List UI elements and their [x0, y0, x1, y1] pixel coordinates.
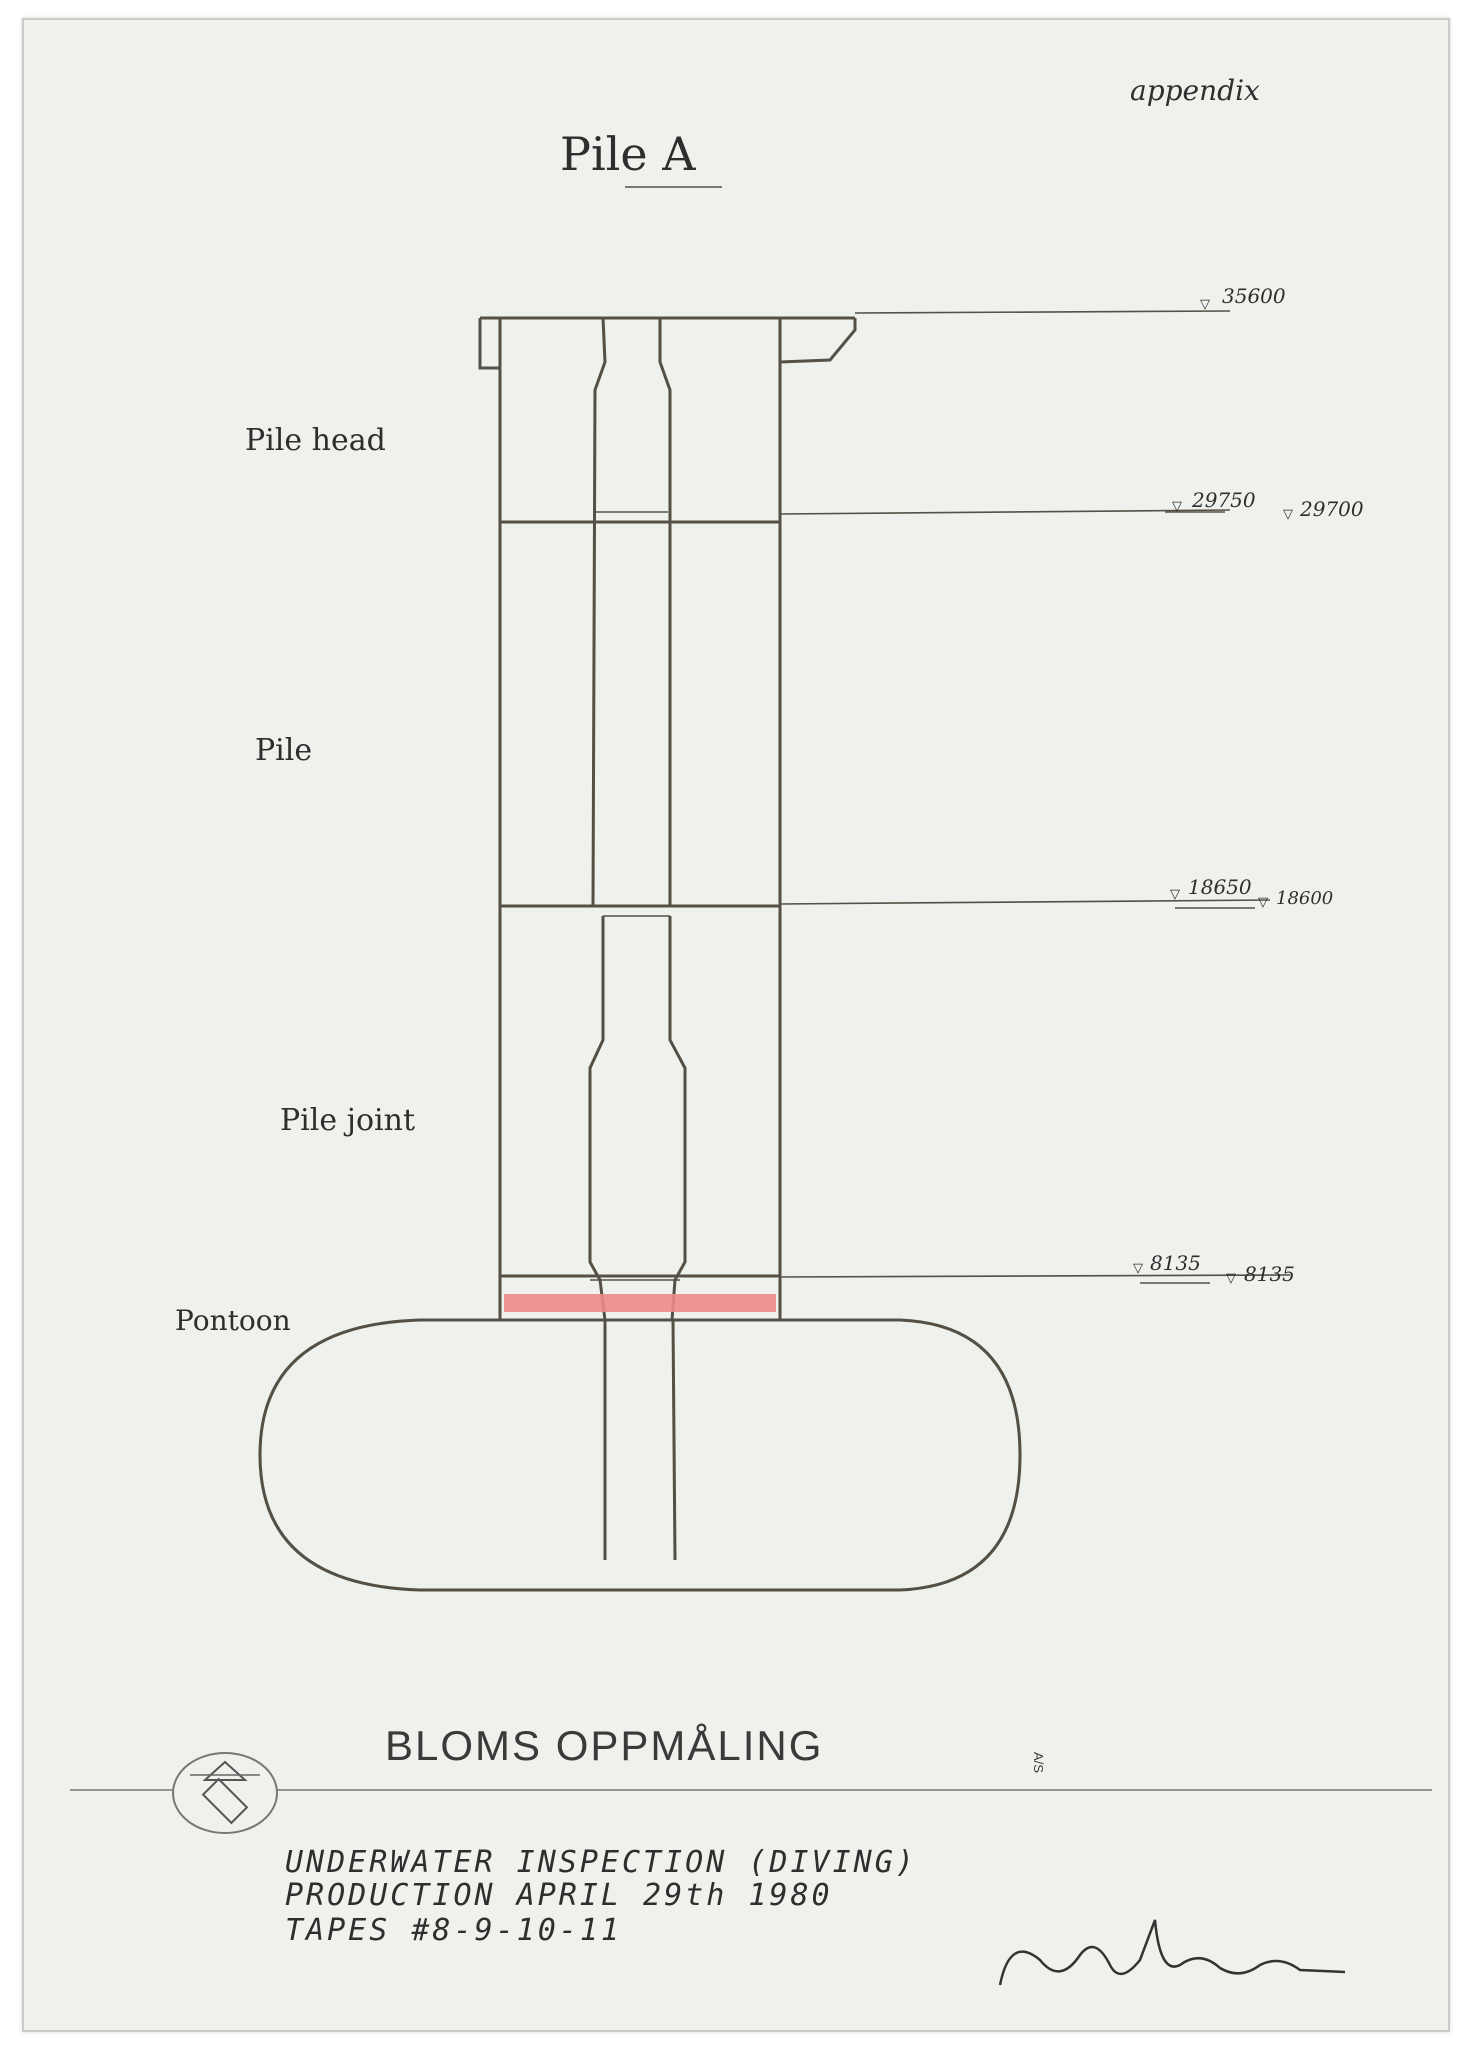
elevation-pile-head-right: 29700	[1299, 497, 1364, 521]
highlight-band	[504, 1294, 776, 1312]
appendix-label: appendix	[1130, 74, 1260, 107]
svg-text:▽: ▽	[1133, 1261, 1143, 1276]
inner-shaft-upper	[591, 317, 672, 907]
svg-text:▽: ▽	[1170, 887, 1180, 902]
elevation-leaders	[779, 310, 1291, 1284]
elevation-markers: ▽ ▽ ▽ ▽ ▽ ▽ ▽	[1133, 297, 1293, 1286]
label-pile-joint: Pile joint	[280, 1103, 415, 1138]
section-divisions	[500, 511, 780, 1281]
company-suffix: A/S	[1031, 1752, 1046, 1773]
label-pile-head: Pile head	[245, 423, 386, 458]
svg-text:▽: ▽	[1283, 507, 1293, 522]
elevation-pile-right: 18600	[1276, 888, 1333, 909]
elevation-joint-left: 8135	[1150, 1251, 1201, 1275]
elevation-pile-head-left: 29750	[1191, 488, 1256, 512]
note-line-1: UNDERWATER INSPECTION (DIVING)	[285, 1845, 917, 1880]
pontoon-outline	[258, 1318, 1022, 1592]
svg-text:▽: ▽	[1226, 1271, 1236, 1286]
elevation-joint-right: 8135	[1244, 1262, 1295, 1286]
svg-text:▽: ▽	[1200, 297, 1210, 312]
svg-text:▽: ▽	[1172, 499, 1182, 514]
note-line-3: TAPES #8-9-10-11	[285, 1913, 622, 1948]
signature	[998, 1919, 1346, 1986]
drawing-sheet	[22, 18, 1450, 2032]
company-name: BLOMS OPPMÅLING	[385, 1722, 823, 1769]
svg-text:▽: ▽	[1258, 895, 1268, 910]
elevation-pile-left: 18650	[1188, 875, 1252, 899]
label-pile: Pile	[255, 733, 312, 768]
elevation-top: 35600	[1222, 284, 1286, 308]
pile-outer-walls	[498, 318, 782, 1320]
pontoon-shaft	[603, 1319, 677, 1561]
page-title: Pile A	[560, 127, 696, 181]
pile-head-top	[478, 316, 857, 370]
inner-shaft-joint	[588, 916, 687, 1321]
label-pontoon: Pontoon	[175, 1304, 291, 1337]
note-line-2: PRODUCTION APRIL 29th 1980	[285, 1878, 833, 1913]
company-logo	[172, 1752, 278, 1834]
